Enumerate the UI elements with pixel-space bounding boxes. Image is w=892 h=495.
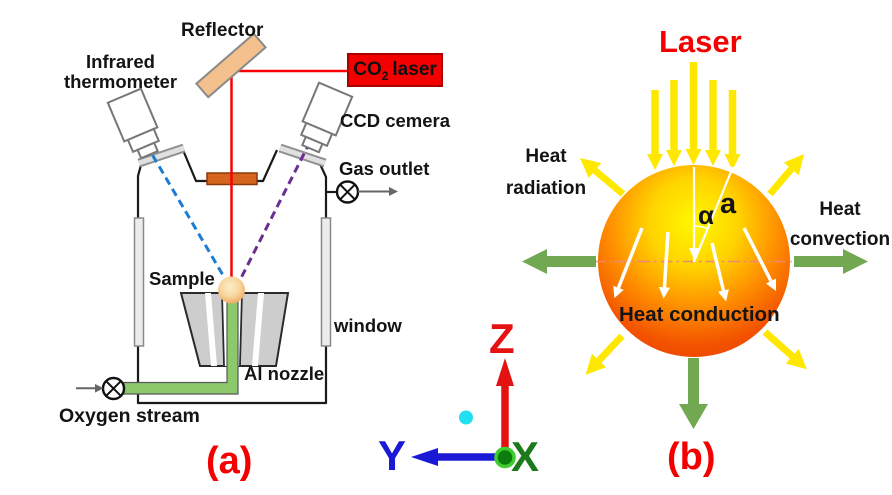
axis-y-label: Y [378,432,407,479]
radiation-arrow-upright [767,154,805,197]
angle-arrowhead [689,248,700,259]
window-right [320,217,332,347]
a-direction-label: a [720,188,737,220]
oxygen-stream-label: Oxygen stream [59,405,200,427]
convection-arrow-down [679,358,708,429]
radiation-arrow-upleft [579,157,626,197]
infrared-thermometer-icon [106,87,161,160]
origin-dot-x-axis [494,446,516,469]
reflector-shape [195,32,267,99]
oxygen-inlet-arrow-icon [76,384,104,393]
axis-z-label: Z [489,315,515,362]
gas-outlet-valve-icon [335,180,360,204]
axis-z [496,358,514,455]
ccd-camera-icon [299,81,354,154]
alpha-angle-label: α [698,200,714,230]
infrared-thermometer-label-line1: Infrared [86,51,155,72]
window-label: window [334,315,402,336]
heat-convection-label-line1: Heat [819,199,861,220]
convection-arrow-right [794,249,868,274]
gas-outlet-arrow-icon [358,187,398,196]
radiation-arrow-downleft [585,333,625,375]
heat-radiation-label-line1: Heat [525,146,567,167]
ccd-sight-line [237,141,312,283]
co2-laser-label-sub: 2 [381,69,389,83]
heat-radiation-label: Heat radiation [496,141,596,205]
ir-sight-line [144,143,229,283]
co2-laser-label-prefix: CO [353,59,382,80]
heat-convection-label-line2: convection [789,229,891,251]
sample-bead [218,276,245,304]
reflector-label: Reflector [181,20,264,41]
panel-a-caption: (a) [206,440,253,482]
focus-dot [459,410,473,425]
axis-y [411,448,504,466]
infrared-thermometer-label-line2: thermometer [63,70,178,92]
al-nozzle-label: Al nozzle [244,363,325,384]
ccd-camera-label: CCD cemera [340,110,451,131]
radiation-arrow-downright [762,329,807,370]
heat-radiation-label-line2: radiation [505,177,587,199]
angle-arc [693,225,709,230]
window-left [133,217,145,347]
axis-x-label: X [511,433,540,480]
gas-outlet-label: Gas outlet [339,158,430,179]
co2-laser-label-suffix: laser [392,59,437,80]
laser-label: Laser [659,24,742,59]
radiation-arrows [579,154,807,375]
convection-arrows [522,249,868,429]
conduction-arrows [613,227,777,302]
heat-conduction-label: Heat conduction [619,303,780,326]
panel-b-caption: (b) [667,436,716,478]
oxygen-valve-icon [101,376,126,401]
heat-convection-label: Heat convection [788,195,892,256]
convection-arrow-left [522,249,596,274]
angle-lines [689,166,735,263]
flange-port-left [137,143,186,168]
infrared-thermometer-label: Infrared thermometer [44,52,197,92]
laser-arrows [647,62,741,170]
sample-label: Sample [149,268,215,289]
